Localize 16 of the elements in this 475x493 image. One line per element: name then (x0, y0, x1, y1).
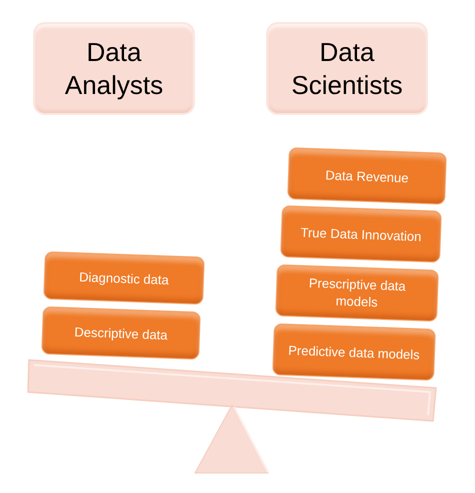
header-box (266, 22, 428, 115)
block-label: True Data Innovation (300, 223, 422, 245)
block-label: Data Revenue (325, 166, 409, 186)
stacked-block (43, 251, 205, 305)
block-label: Predictive data models (288, 341, 420, 363)
block-label: Diagnostic data (78, 268, 170, 288)
stacked-block (275, 264, 439, 322)
header-box (33, 22, 195, 115)
stacked-block (280, 205, 442, 263)
stacked-block (272, 323, 436, 381)
stacked-block (41, 306, 201, 360)
header-text: Data Analysts (64, 36, 164, 102)
block-label: Prescriptive data models (308, 274, 407, 312)
block-label: Descriptive data (74, 322, 168, 344)
stacked-block (287, 147, 447, 205)
header-text: Data Scientists (290, 36, 404, 102)
